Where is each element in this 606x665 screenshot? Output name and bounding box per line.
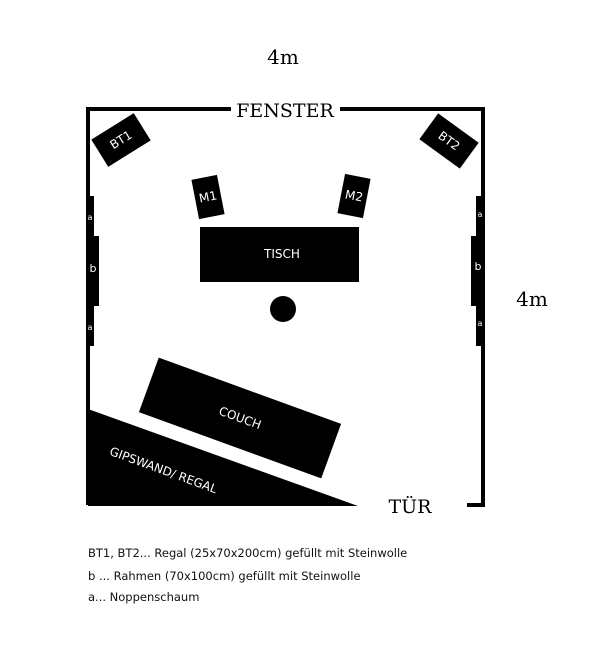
right-panel-a-top	[476, 196, 485, 236]
wall-top-left	[86, 107, 231, 505]
couch: COUCH	[138, 357, 342, 479]
legend-foam: a... Noppenschaum	[88, 590, 200, 604]
left-panel-b	[86, 236, 99, 306]
door-label: TÜR	[389, 495, 433, 518]
width-dimension-label: 4m	[267, 45, 299, 69]
depth-dimension-label: 4m	[516, 287, 548, 311]
left-panel-a-bottom	[86, 306, 94, 346]
shelf-bt1-shape	[91, 113, 151, 167]
right-panel-a-top-label: a	[478, 210, 483, 219]
window-label: FENSTER	[236, 100, 334, 122]
gypsum-wall-shelf	[88, 409, 358, 506]
right-panel-a-bottom-label: a	[478, 319, 483, 328]
left-panel-a-top-label: a	[88, 213, 93, 222]
monitor-2-shape	[337, 173, 371, 219]
desk-label: TISCH	[263, 247, 300, 261]
monitor-1-label: M1	[198, 188, 218, 205]
monitor-2: M2	[337, 173, 371, 219]
listening-position	[270, 296, 296, 322]
left-panel-a-top	[86, 196, 94, 236]
right-panel-b	[471, 236, 485, 306]
left-panel-a-bottom-label: a	[88, 323, 93, 332]
couch-shape	[138, 357, 342, 479]
shelf-bt2-shape	[419, 113, 479, 169]
shelf-bt2: BT2	[419, 113, 479, 169]
shelf-bt1: BT1	[91, 113, 151, 167]
desk	[200, 227, 359, 282]
monitor-1-shape	[191, 174, 225, 220]
legend-frames: b ... Rahmen (70x100cm) gefüllt mit Stei…	[88, 569, 361, 583]
legend-shelves: BT1, BT2... Regal (25x70x200cm) gefüllt …	[88, 546, 408, 560]
wall-top-right	[340, 107, 485, 507]
monitor-1: M1	[191, 174, 225, 220]
right-panel-b-label: b	[475, 260, 482, 273]
monitor-2-label: M2	[344, 187, 364, 204]
left-panel-b-label: b	[90, 262, 97, 275]
right-panel-a-bottom	[476, 306, 485, 346]
